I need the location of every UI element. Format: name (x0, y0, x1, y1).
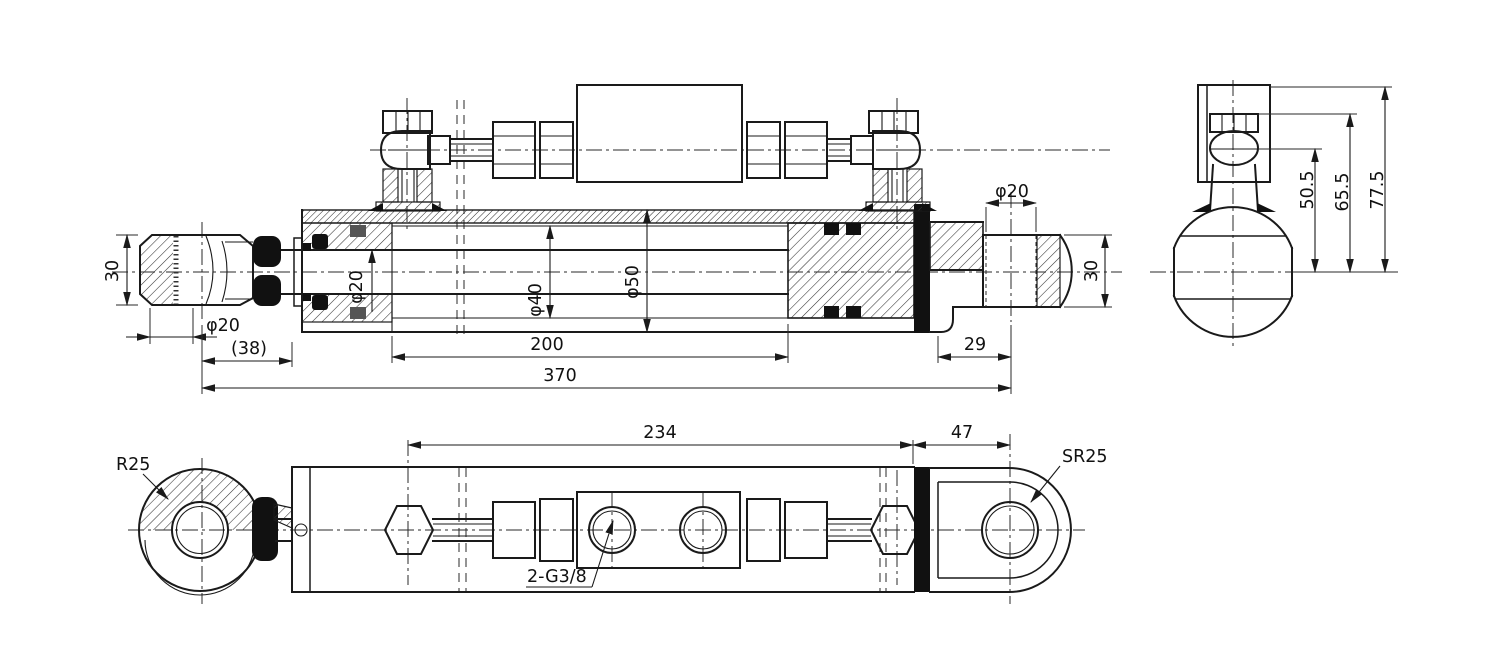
piston-seal (824, 223, 839, 235)
port-g38 (588, 506, 636, 554)
dim-height-50-5: 50.5 (1298, 171, 1318, 210)
pipe-fitting (784, 121, 828, 179)
dim-rod-end-dia: φ20 (206, 316, 240, 336)
dim-clevis-hole-dia: φ20 (995, 182, 1029, 202)
rod-gland (301, 222, 393, 323)
sphere-socket (981, 501, 1039, 559)
end-seal-band-bottom (914, 467, 930, 592)
eye-collar (252, 497, 278, 561)
pin-hole (294, 523, 308, 537)
pipe-fitting-bottom (492, 501, 536, 559)
label-clevis-sphere: SR25 (1062, 447, 1108, 467)
end-seal-band (914, 204, 930, 333)
left-elbow-hex-bottom (383, 505, 435, 555)
side-end-view: 50.5 65.5 77.5 (1150, 80, 1398, 348)
dim-stroke-length: 200 (530, 335, 563, 355)
left-port-boss (368, 168, 447, 212)
dim-rod-end-width: 30 (103, 260, 123, 282)
barrel-end-outline (1172, 206, 1294, 338)
valve-block-bottom (576, 491, 741, 569)
dim-clevis-offset: 29 (964, 335, 986, 355)
side-view-dimensions: 50.5 65.5 77.5 (1258, 85, 1398, 274)
rod-end (139, 234, 254, 306)
clevis-rounded-end (1058, 233, 1073, 309)
dim-clevis-span: 47 (951, 423, 973, 443)
barrel-wall-section (301, 209, 915, 224)
rod-seal (312, 234, 328, 249)
left-elbow-fitting (379, 110, 451, 170)
clevis-plate-edge (1197, 84, 1271, 183)
port-g38 (679, 506, 727, 554)
pipe-fitting (492, 121, 536, 179)
dim-clevis-width: 30 (1082, 260, 1102, 282)
backup-ring (350, 225, 366, 237)
clevis-bottom (929, 466, 1072, 594)
piping-assembly (368, 84, 937, 212)
dim-barrel-dia: φ50 (623, 265, 643, 299)
dim-extend-length: (38) (231, 339, 267, 359)
front-view-dimensions: 30 φ20 (38) 200 29 370 (103, 182, 1112, 394)
right-port-boss (858, 168, 937, 212)
elbow-ball-side (1209, 130, 1259, 166)
piston (787, 222, 915, 319)
dim-height-65-5: 65.5 (1333, 173, 1353, 212)
dim-rod-dia: φ20 (347, 270, 367, 304)
front-section-view: 30 φ20 (38) 200 29 370 (103, 84, 1122, 394)
dim-port-span: 234 (643, 423, 676, 443)
end-cap-clevis (914, 204, 1073, 333)
bottom-view-dimensions: 234 47 R25 SR25 2-G3/8 (116, 423, 1108, 588)
label-rod-eye-radius: R25 (116, 455, 150, 475)
label-ports: 2-G3/8 (527, 567, 587, 587)
right-elbow-fitting (850, 110, 922, 170)
valve-block (576, 84, 743, 183)
dim-total-length: 370 (543, 366, 576, 386)
dim-bore-dia: φ40 (526, 283, 546, 317)
end-cap-section (929, 221, 984, 271)
dim-height-77-5: 77.5 (1368, 171, 1388, 210)
bottom-view: 234 47 R25 SR25 2-G3/8 (116, 423, 1108, 604)
cylinder-body-bottom (291, 466, 915, 593)
